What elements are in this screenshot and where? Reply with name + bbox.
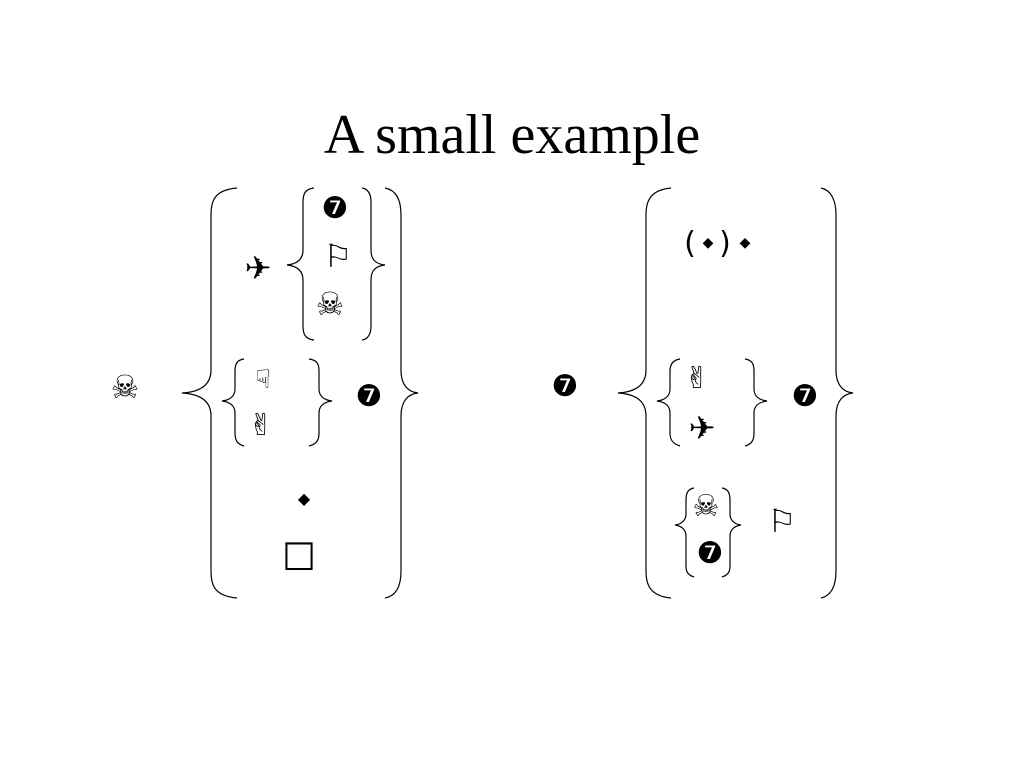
circled-seven-icon: ❼ — [321, 191, 349, 226]
right-middle-set-brace-left — [656, 358, 681, 447]
open-paren: ( — [684, 226, 696, 261]
right-bottom-set-brace-left — [674, 487, 695, 578]
circled-seven-icon: ❼ — [355, 379, 383, 414]
close-paren: ) — [719, 226, 731, 261]
airplane-icon: ✈ — [244, 249, 272, 287]
thumbs-down-icon: ☟ — [255, 365, 271, 395]
skull-icon: ☠ — [692, 489, 720, 524]
left-middle-set-brace-left — [221, 358, 245, 447]
diamond-icon: ◆ — [297, 489, 311, 508]
right-outer-brace-right — [820, 187, 854, 599]
diamond-icon: ◆ — [702, 235, 714, 251]
right-middle-set-brace-right — [744, 358, 768, 447]
circled-seven-icon: ❼ — [791, 379, 819, 414]
flag-icon: ⚐ — [767, 502, 797, 540]
left-top-set-brace-left — [286, 187, 315, 341]
right-outer-brace-left — [617, 187, 672, 599]
left-outer-brace-right — [384, 187, 419, 599]
airplane-icon: ✈ — [688, 409, 716, 447]
victory-hand-icon: ✌ — [248, 408, 274, 443]
left-middle-set-brace-right — [308, 358, 333, 447]
circled-seven-icon: ❼ — [696, 536, 724, 571]
left-top-set-brace-right — [361, 187, 386, 341]
left-outer-brace-left — [181, 187, 238, 599]
slide-title: A small example — [323, 104, 701, 166]
victory-hand-icon: ✌ — [684, 361, 710, 396]
skull-icon: ☠ — [315, 285, 345, 323]
flag-icon: ⚐ — [323, 237, 353, 275]
diamond-icon: ◆ — [739, 235, 751, 251]
skull-icon: ☠ — [110, 368, 140, 406]
right-bottom-set-brace-right — [721, 487, 742, 578]
square-icon: ☐ — [281, 535, 317, 579]
circled-seven-icon: ❼ — [551, 369, 579, 404]
